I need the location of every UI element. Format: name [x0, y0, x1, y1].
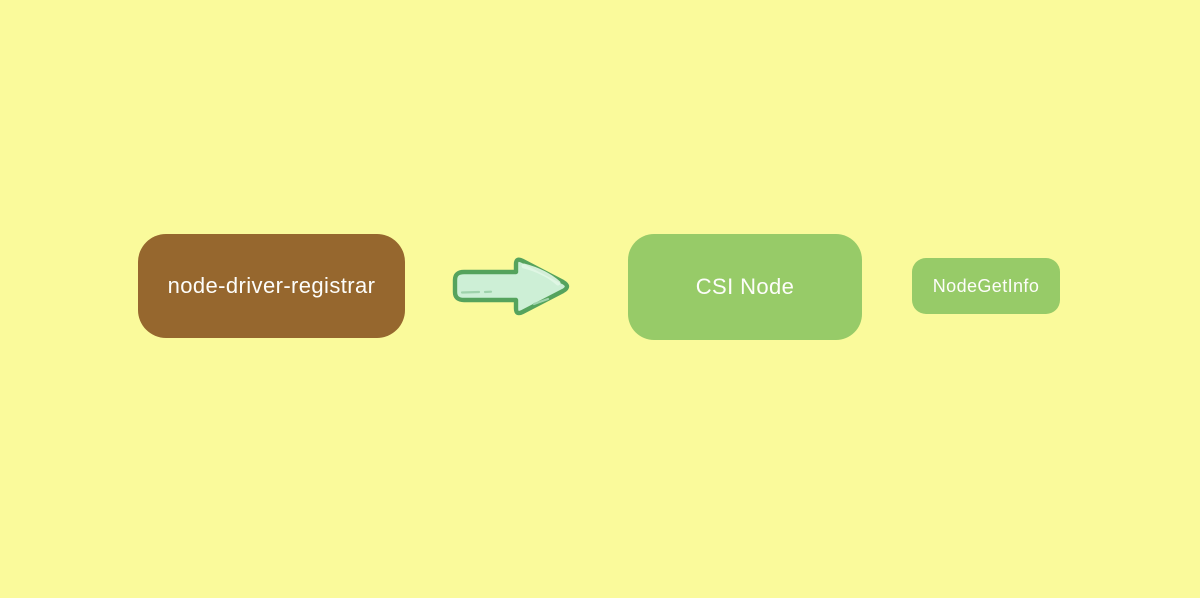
- arrow-highlight-dashes: [460, 290, 550, 306]
- csi-node-label: CSI Node: [695, 274, 795, 299]
- csi-node-box: CSI Node: [628, 234, 862, 340]
- arrow-shine: [521, 263, 561, 286]
- bottom-edge-strip: [0, 598, 1200, 600]
- flow-arrow: [450, 254, 576, 318]
- node-get-info-box: NodeGetInfo: [912, 258, 1060, 314]
- arrow-body: [452, 257, 570, 316]
- node-driver-registrar-box: node-driver-registrar: [138, 234, 405, 338]
- node-get-info-label: NodeGetInfo: [932, 275, 1040, 296]
- node-driver-registrar-label: node-driver-registrar: [167, 273, 376, 298]
- right-arrow-icon: [452, 257, 570, 316]
